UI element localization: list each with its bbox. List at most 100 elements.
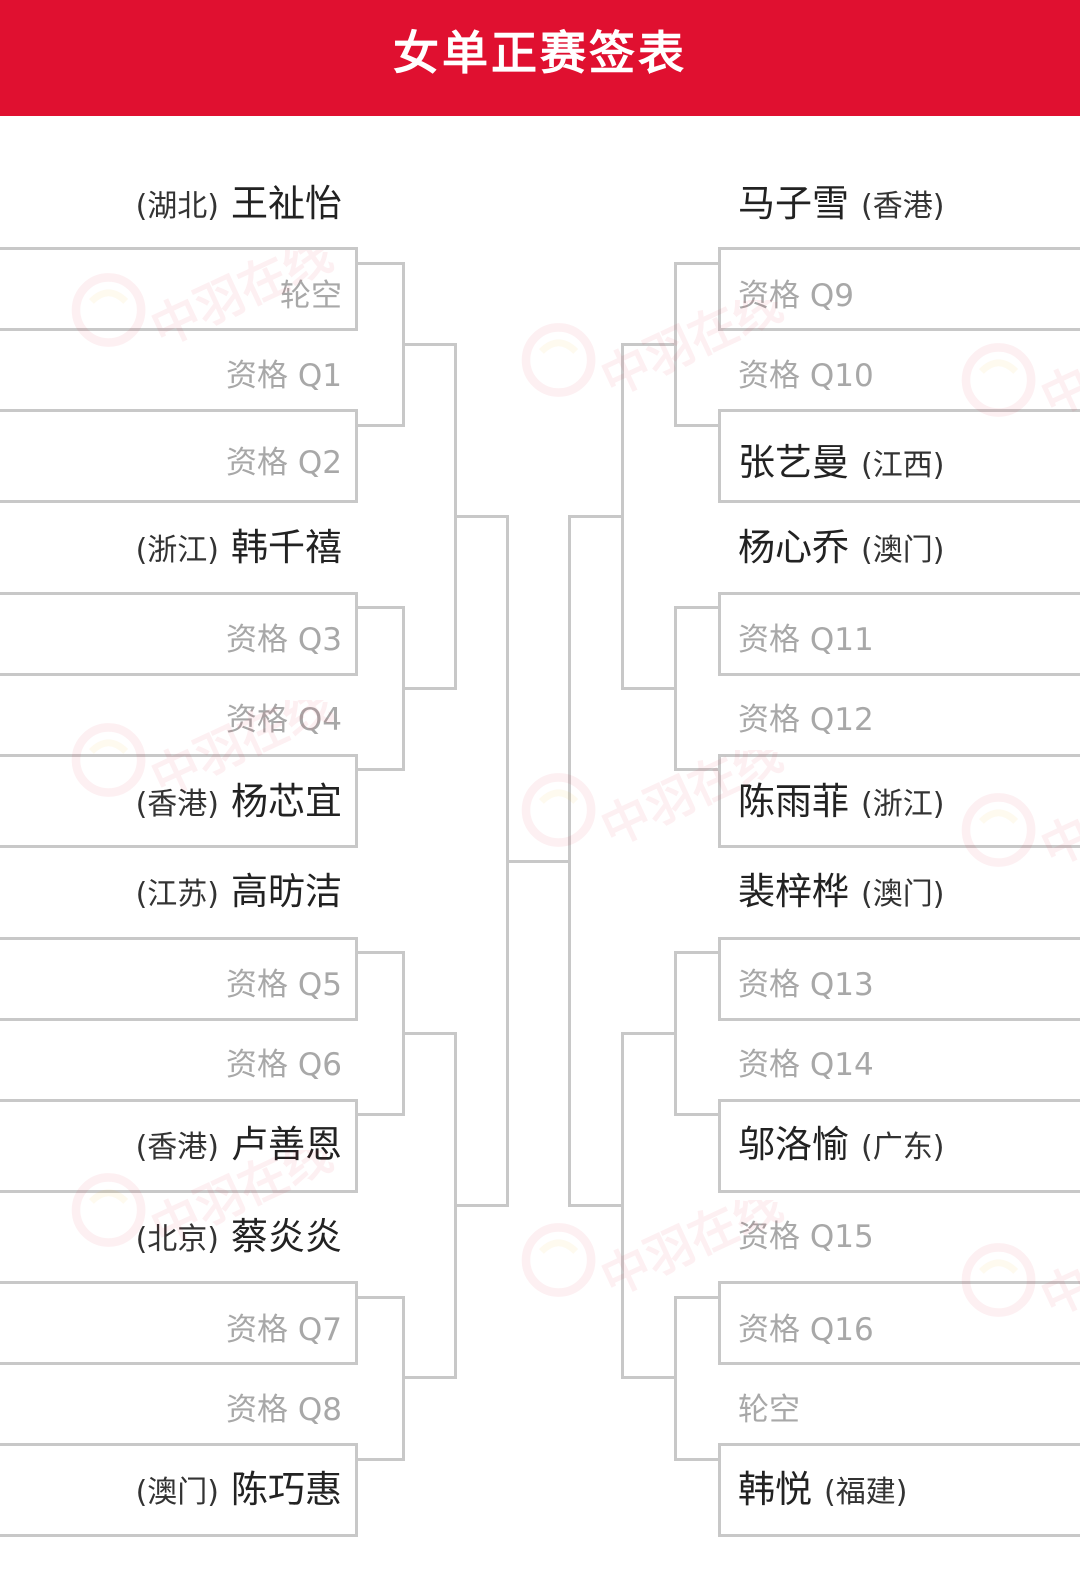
qualifier-entry: 资格 Q11 [738, 616, 874, 664]
bracket-line [674, 951, 719, 954]
qualifier-label: 资格 Q14 [738, 1047, 874, 1083]
bracket-line [568, 1204, 622, 1207]
player-name: 杨心乔 [738, 526, 849, 569]
player-name: 韩千禧 [231, 526, 342, 569]
bracket-line [674, 606, 677, 771]
qualifier-entry: 资格 Q1 [226, 352, 342, 400]
qualifier-label: 资格 Q5 [226, 967, 342, 1003]
player-entry: 杨心乔 (澳门) [738, 524, 944, 572]
qualifier-entry: 资格 Q2 [226, 439, 342, 487]
player-name: 马子雪 [738, 182, 849, 225]
qualifier-label: 轮空 [738, 1392, 800, 1428]
bracket-line [358, 951, 403, 954]
player-name: 高昉洁 [231, 870, 342, 913]
bracket-line [621, 1032, 675, 1035]
player-entry: 马子雪 (香港) [738, 180, 944, 228]
player-entry: 韩悦(福建) [738, 1466, 907, 1514]
bracket-line [358, 1458, 403, 1461]
bracket-line [674, 1113, 719, 1116]
slot-box [0, 754, 358, 848]
player-province: (广东) [861, 1130, 945, 1165]
qualifier-entry: 资格 Q7 [226, 1306, 342, 1354]
slot-box [0, 1281, 358, 1365]
bracket-line [674, 262, 719, 265]
bracket-line [674, 606, 719, 609]
player-name: 张艺曼 [738, 441, 849, 484]
slot-box [0, 247, 358, 331]
player-entry: 邬洛愉 (广东) [738, 1121, 944, 1169]
bracket-line [403, 687, 456, 690]
player-province: (浙江) [135, 533, 219, 568]
player-entry: (江苏) 高昉洁 [136, 868, 342, 916]
slot-box [0, 1099, 358, 1193]
bracket-line [674, 424, 719, 427]
bracket-line [403, 1032, 456, 1035]
qualifier-entry: 资格 Q14 [738, 1041, 874, 1089]
title-banner: 女单正赛签表 [0, 0, 1080, 116]
bracket-line [621, 1376, 675, 1379]
bracket-line [621, 687, 675, 690]
player-entry: 张艺曼 (江西) [738, 439, 944, 487]
bracket-line [674, 1296, 719, 1299]
player-entry: (澳门)陈巧惠 [136, 1466, 342, 1514]
qualifier-label: 资格 Q6 [226, 1047, 342, 1083]
player-entry: (北京) 蔡炎炎 [136, 1213, 342, 1261]
slot-box [718, 247, 1080, 331]
qualifier-label: 资格 Q13 [738, 967, 874, 1003]
qualifier-label: 资格 Q8 [226, 1392, 342, 1428]
qualifier-entry: 资格 Q16 [738, 1306, 874, 1354]
bracket-line [507, 860, 568, 863]
bracket-line [358, 768, 403, 771]
bracket-line [358, 262, 403, 265]
player-province: (湖北) [135, 189, 219, 224]
player-name: 邬洛愉 [738, 1123, 849, 1166]
qualifier-label: 资格 Q16 [738, 1312, 874, 1348]
slot-box [718, 1443, 1080, 1537]
bracket-line [568, 515, 622, 518]
qualifier-label: 资格 Q15 [738, 1219, 874, 1255]
slot-box [718, 754, 1080, 848]
player-province: (江西) [861, 448, 945, 483]
slot-box [0, 1443, 358, 1537]
qualifier-label: 资格 Q4 [226, 702, 342, 738]
player-name: 裴梓桦 [738, 870, 849, 913]
slot-box [0, 592, 358, 676]
slot-box [718, 1281, 1080, 1365]
bracket-line [358, 606, 403, 609]
qualifier-label: 资格 Q3 [226, 622, 342, 658]
qualifier-label: 资格 Q1 [226, 358, 342, 394]
player-province: (澳门) [135, 1475, 219, 1510]
qualifier-label: 资格 Q11 [738, 622, 874, 658]
player-province: (澳门) [861, 533, 945, 568]
player-name: 王祉怡 [231, 182, 342, 225]
qualifier-label: 资格 Q2 [226, 445, 342, 481]
qualifier-label: 资格 Q10 [738, 358, 874, 394]
player-province: (香港) [861, 189, 945, 224]
qualifier-label: 资格 Q7 [226, 1312, 342, 1348]
player-province: (澳门) [861, 877, 945, 912]
qualifier-entry: 资格 Q3 [226, 616, 342, 664]
player-province: (福建) [824, 1475, 908, 1510]
bracket-line [674, 1296, 677, 1461]
qualifier-entry: 资格 Q6 [226, 1041, 342, 1089]
player-province: (浙江) [861, 787, 945, 822]
bracket-line [674, 768, 719, 771]
qualifier-entry: 资格 Q10 [738, 352, 874, 400]
player-name: 蔡炎炎 [231, 1215, 342, 1258]
qualifier-entry: 轮空 [738, 1386, 800, 1434]
slot-box [718, 937, 1080, 1021]
bracket-line [568, 515, 571, 1207]
bracket-line [455, 515, 508, 518]
bracket-line [403, 343, 456, 346]
bracket-line [674, 1458, 719, 1461]
qualifier-entry: 资格 Q4 [226, 696, 342, 744]
player-entry: (浙江) 韩千禧 [136, 524, 342, 572]
bracket-line [674, 951, 677, 1116]
player-province: (北京) [135, 1222, 219, 1257]
bracket-line [403, 1376, 456, 1379]
bracket-line [621, 343, 624, 690]
bracket-line [358, 1113, 403, 1116]
qualifier-entry: 资格 Q12 [738, 696, 874, 744]
player-province: (江苏) [135, 877, 219, 912]
slot-box [718, 592, 1080, 676]
